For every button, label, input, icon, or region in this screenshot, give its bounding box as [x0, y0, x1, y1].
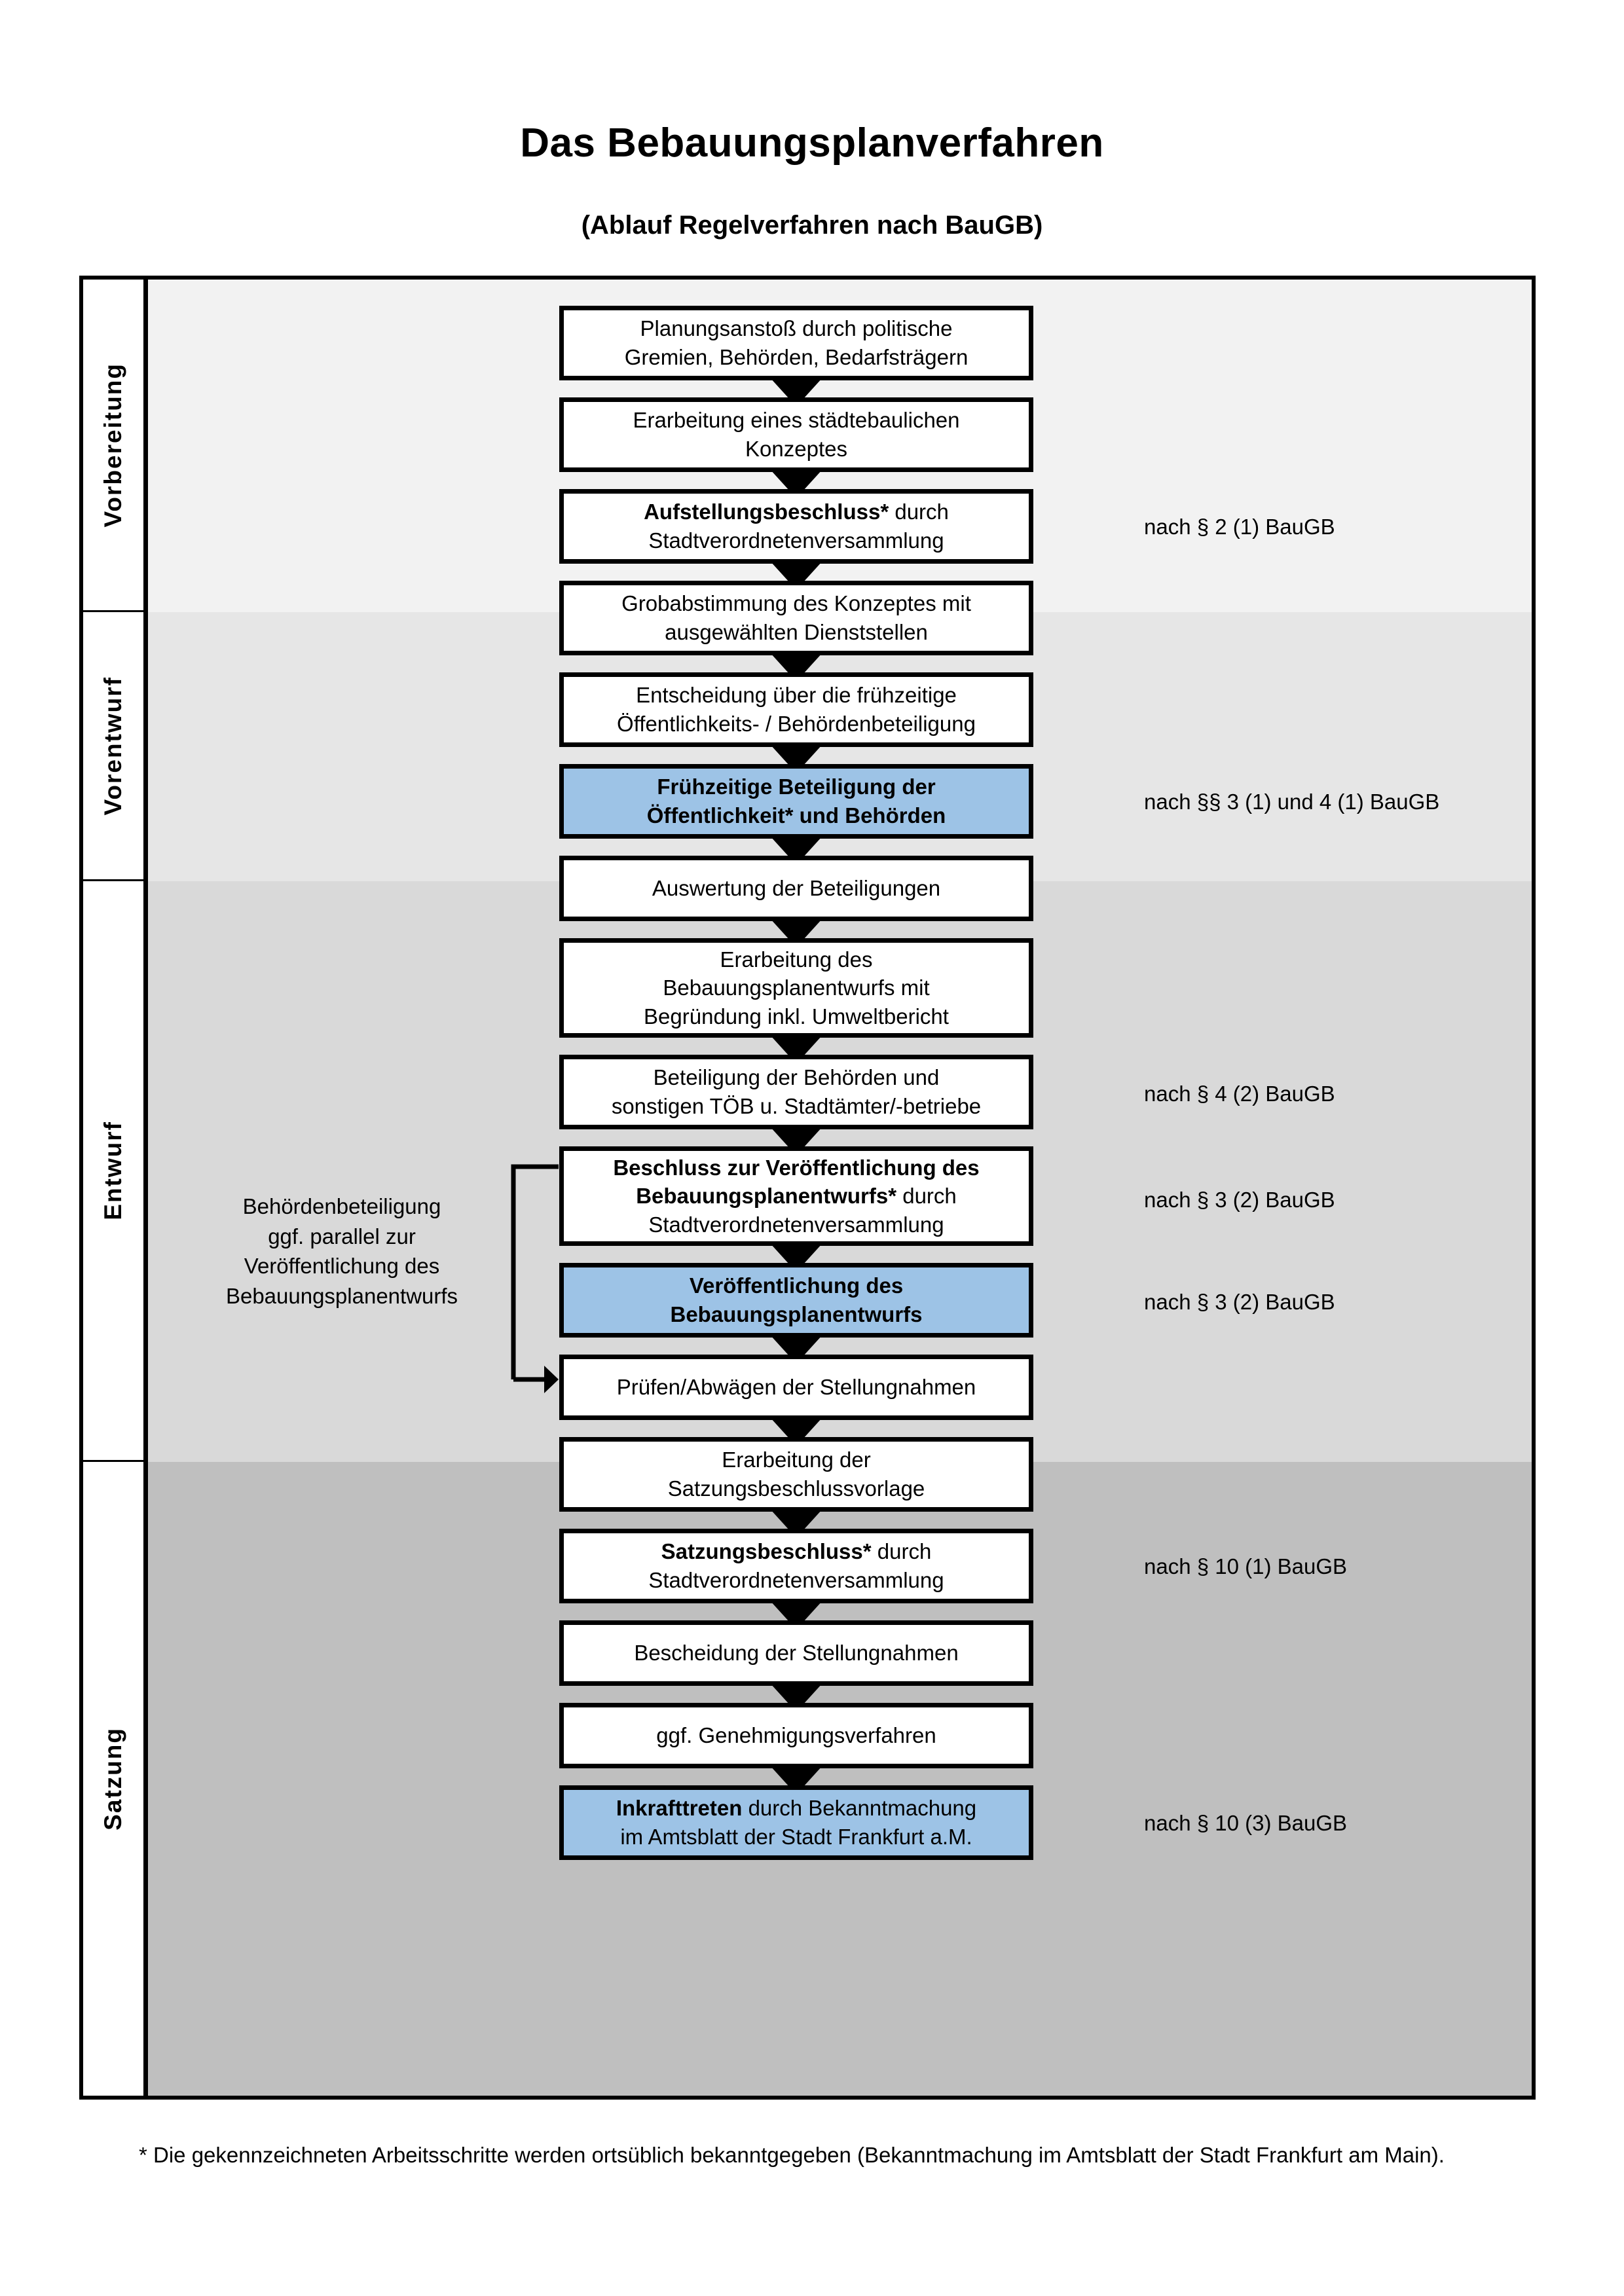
step-line: Stadtverordnetenversammlung	[648, 528, 944, 553]
step-line: Öffentlichkeits- / Behördenbeteiligung	[617, 712, 976, 736]
step-line: Planungsanstoß durch politische	[640, 316, 953, 341]
step-line: Inkrafttreten durch Bekanntmachung	[616, 1794, 976, 1823]
step-box-beschluss-veroeffentlichung[interactable]: Beschluss zur Veröffentlichung des Bebau…	[559, 1146, 1033, 1246]
step-bold: Beschluss zur Veröffentlichung des	[613, 1155, 980, 1180]
step-box-genehmigungsverfahren[interactable]: ggf. Genehmigungsverfahren	[559, 1703, 1033, 1768]
step-line: Bebauungsplanentwurfs	[670, 1302, 923, 1326]
side-note-line: Veröffentlichung des	[244, 1254, 440, 1279]
step-line: Bescheidung der Stellungnahmen	[634, 1641, 959, 1666]
phase-label-text: Entwurf	[100, 1121, 126, 1220]
step-box-inkrafttreten[interactable]: Inkrafttreten durch Bekanntmachung im Am…	[559, 1785, 1033, 1860]
step-bold: Inkrafttreten	[616, 1796, 743, 1821]
step-rest: durch Bekanntmachung	[742, 1796, 977, 1821]
step-line: Satzungsbeschluss* durch	[648, 1537, 944, 1566]
step-bold: Aufstellungsbeschluss*	[644, 500, 889, 524]
side-note-line: Behördenbeteiligung	[242, 1194, 441, 1218]
step-box-grobabstimmung[interactable]: Grobabstimmung des Konzeptes mit ausgewä…	[559, 581, 1033, 655]
step-line: Öffentlichkeit* und Behörden	[646, 803, 946, 828]
step-line: Stadtverordnetenversammlung	[648, 1212, 944, 1237]
step-line: Auswertung der Beteiligungen	[652, 876, 941, 901]
step-line: Grobabstimmung des Konzeptes mit	[621, 591, 971, 616]
law-note-par2: nach § 2 (1) BauGB	[1144, 515, 1335, 539]
step-line: Bebauungsplanentwurfs* durch	[613, 1182, 979, 1211]
step-line: Beschluss zur Veröffentlichung des	[613, 1154, 979, 1182]
step-box-pruefen-abwaegen[interactable]: Prüfen/Abwägen der Stellungnahmen	[559, 1355, 1033, 1420]
step-bold: Bebauungsplanentwurfs*	[636, 1184, 897, 1209]
phase-label-vorentwurf: Vorentwurf	[83, 612, 143, 881]
law-note-par3-2-a: nach § 3 (2) BauGB	[1144, 1188, 1335, 1212]
step-line: im Amtsblatt der Stadt Frankfurt a.M.	[620, 1825, 972, 1849]
step-rest: durch	[871, 1539, 932, 1564]
law-note-par3-2-b: nach § 3 (2) BauGB	[1144, 1290, 1335, 1314]
step-box-satzungsvorlage[interactable]: Erarbeitung der Satzungsbeschlussvorlage	[559, 1437, 1033, 1512]
step-box-fruehzeitige-beteiligung[interactable]: Frühzeitige Beteiligung der Öffentlichke…	[559, 764, 1033, 839]
step-box-entscheidung[interactable]: Entscheidung über die frühzeitige Öffent…	[559, 672, 1033, 747]
step-line: Prüfen/Abwägen der Stellungnahmen	[616, 1375, 976, 1400]
step-box-planungsanstoss[interactable]: Planungsanstoß durch politische Gremien,…	[559, 306, 1033, 380]
phase-label-column: Vorbereitung Vorentwurf Entwurf Satzung	[83, 280, 148, 2096]
step-rest: durch	[889, 500, 949, 524]
step-line: ggf. Genehmigungsverfahren	[656, 1723, 936, 1748]
step-box-erarbeitung-entwurf[interactable]: Erarbeitung des Bebauungsplanentwurfs mi…	[559, 938, 1033, 1038]
step-line: Bebauungsplanentwurfs mit	[663, 975, 930, 1000]
phase-label-satzung: Satzung	[83, 1462, 143, 2096]
footnote: * Die gekennzeichneten Arbeitsschritte w…	[139, 2143, 1445, 2167]
phase-label-text: Vorentwurf	[100, 676, 126, 816]
law-note-par4-2: nach § 4 (2) BauGB	[1144, 1082, 1335, 1106]
step-line: Erarbeitung der	[722, 1448, 871, 1472]
law-note-par3-4-1: nach §§ 3 (1) und 4 (1) BauGB	[1144, 790, 1440, 814]
step-box-satzungsbeschluss[interactable]: Satzungsbeschluss* durch Stadtverordnete…	[559, 1529, 1033, 1603]
step-line: Veröffentlichung des	[689, 1273, 904, 1298]
law-note-par10-1: nach § 10 (1) BauGB	[1144, 1554, 1348, 1578]
step-box-aufstellungsbeschluss[interactable]: Aufstellungsbeschluss* durch Stadtverord…	[559, 489, 1033, 564]
phase-label-text: Satzung	[100, 1727, 126, 1831]
side-note-line: Bebauungsplanentwurfs	[225, 1283, 458, 1308]
step-line: Stadtverordnetenversammlung	[648, 1568, 944, 1592]
step-box-behoerdenbeteiligung[interactable]: Beteiligung der Behörden und sonstigen T…	[559, 1055, 1033, 1129]
step-rest: durch	[896, 1184, 957, 1209]
step-box-bescheidung[interactable]: Bescheidung der Stellungnahmen	[559, 1620, 1033, 1686]
step-line: Erarbeitung eines städtebaulichen	[633, 408, 960, 433]
step-bold: Satzungsbeschluss*	[661, 1539, 872, 1564]
step-box-veroeffentlichung[interactable]: Veröffentlichung des Bebauungsplanentwur…	[559, 1263, 1033, 1338]
step-line: Frühzeitige Beteiligung der	[657, 774, 936, 799]
page-subtitle: (Ablauf Regelverfahren nach BauGB)	[581, 211, 1043, 240]
side-note-line: ggf. parallel zur	[268, 1224, 416, 1248]
step-line: sonstigen TÖB u. Stadtämter/-betriebe	[611, 1094, 982, 1118]
flowchart-frame: Vorbereitung Vorentwurf Entwurf Satzung …	[79, 276, 1536, 2100]
step-line: Gremien, Behörden, Bedarfsträgern	[624, 345, 969, 369]
phase-label-entwurf: Entwurf	[83, 881, 143, 1462]
step-line: Satzungsbeschlussvorlage	[667, 1476, 925, 1501]
step-line: Konzeptes	[745, 437, 847, 461]
phase-label-text: Vorbereitung	[100, 362, 126, 528]
step-box-konzept[interactable]: Erarbeitung eines städtebaulichen Konzep…	[559, 397, 1033, 472]
side-note-behoerdenbeteiligung: Behördenbeteiligung ggf. parallel zur Ve…	[168, 1192, 515, 1311]
step-line: Begründung inkl. Umweltbericht	[644, 1004, 949, 1029]
step-line: Aufstellungsbeschluss* durch	[644, 498, 949, 526]
step-line: ausgewählten Dienststellen	[665, 620, 928, 644]
law-note-par10-3: nach § 10 (3) BauGB	[1144, 1811, 1348, 1835]
phase-label-vorbereitung: Vorbereitung	[83, 280, 143, 612]
step-line: Beteiligung der Behörden und	[653, 1065, 940, 1090]
step-line: Erarbeitung des	[720, 947, 873, 972]
page-title: Das Bebauungsplanverfahren	[520, 120, 1104, 166]
step-line: Entscheidung über die frühzeitige	[636, 683, 957, 708]
step-box-auswertung[interactable]: Auswertung der Beteiligungen	[559, 856, 1033, 921]
